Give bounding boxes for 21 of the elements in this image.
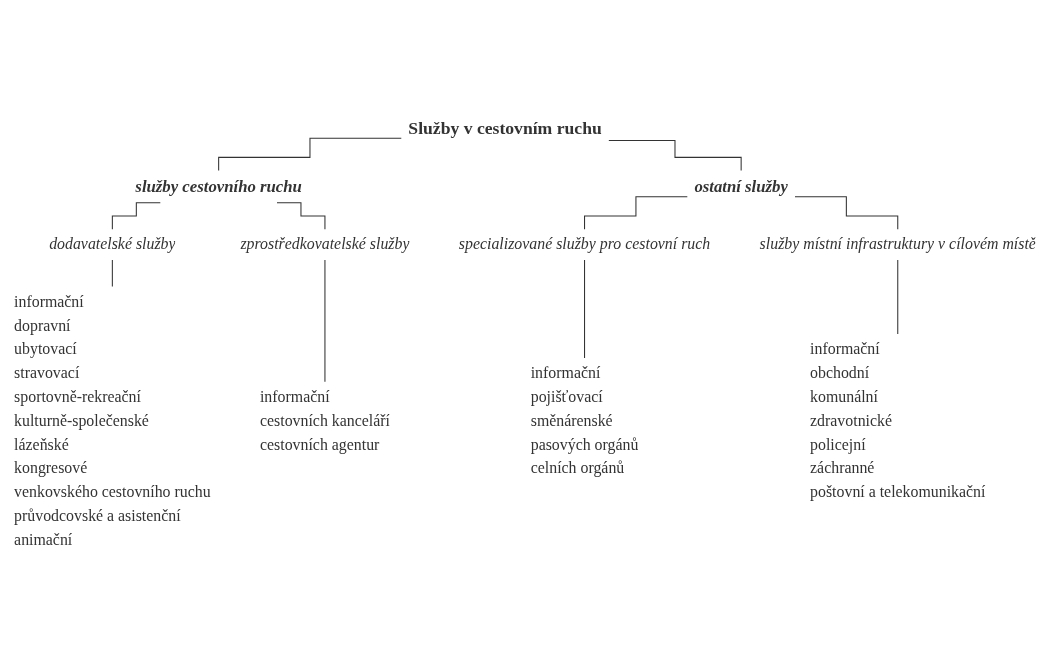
connector xyxy=(276,202,326,230)
connector xyxy=(218,137,402,172)
node-text: dodavatelské služby xyxy=(49,235,176,254)
node-text: specializované služby pro cestovní ruch xyxy=(458,235,711,254)
node-text: ostatní služby xyxy=(694,176,788,196)
connector xyxy=(584,259,586,359)
node-text: služby cestovního ruchu xyxy=(135,176,302,196)
connector xyxy=(584,196,688,230)
connector xyxy=(608,140,742,172)
connector xyxy=(111,202,161,230)
connector xyxy=(111,259,113,288)
connector xyxy=(897,259,899,335)
connector xyxy=(324,259,326,383)
node-text: informační pojišťovací směnárenské pasových orgánů celních orgánů xyxy=(530,364,639,477)
node-text: informační obchodní komunální zdravotnické policejní záchranné poštovní a telekomunikační xyxy=(810,340,986,501)
node-text: Služby v cestovním ruchu xyxy=(408,117,602,138)
connector xyxy=(794,196,899,230)
node-text: zprostředkovatelské služby xyxy=(240,235,410,254)
node-text: informační dopravní ubytovací stravovací sportovně-rekreační kulturně-společenské lázeňské kongresové venkovského cestovního ruchu průvodcovské a asistenční animační xyxy=(14,292,211,549)
node-text: informační cestovních kanceláří cestovních agentur xyxy=(259,387,390,454)
node-text: služby místní infrastruktury v cílovém místě xyxy=(759,235,1036,254)
